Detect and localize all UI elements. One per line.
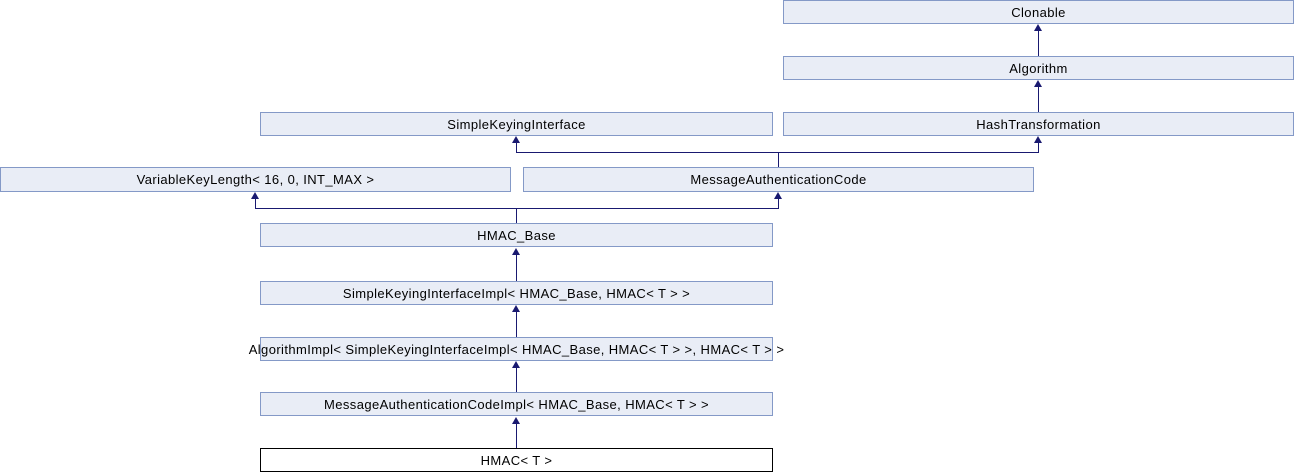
inheritance-edge-skiimpl-to-hmacbase: [516, 255, 517, 281]
class-node-algorithm[interactable]: Algorithm: [783, 56, 1294, 80]
inheritance-edge-hashtransformation-to-algorithm: [1038, 87, 1039, 112]
class-node-message-authentication-code[interactable]: MessageAuthenticationCode: [523, 167, 1034, 192]
inheritance-edge-algimpl-to-skiimpl: [516, 312, 517, 337]
inheritance-edge-mac-trunk: [778, 152, 779, 167]
class-node-variable-key-length[interactable]: VariableKeyLength< 16, 0, INT_MAX >: [0, 167, 511, 192]
class-node-hmac-main: HMAC< T >: [260, 448, 773, 472]
class-node-algorithm-impl[interactable]: AlgorithmImpl< SimpleKeyingInterfaceImpl…: [249, 337, 784, 361]
class-node-message-authentication-code-impl[interactable]: MessageAuthenticationCodeImpl< HMAC_Base…: [260, 392, 773, 416]
inheritance-arrow-hmacbase-to-variablekeylength: [251, 192, 259, 199]
class-node-clonable[interactable]: Clonable: [783, 0, 1294, 24]
inheritance-arrow-algorithm-to-clonable: [1034, 24, 1042, 31]
inheritance-edge-hmacbase-to-variablekeylength: [255, 199, 256, 208]
inheritance-arrow-mac-to-hashtransformation: [1034, 136, 1042, 143]
inheritance-edge-hmac-to-macimpl: [516, 424, 517, 448]
inheritance-arrow-hmac-to-macimpl: [512, 417, 520, 424]
inheritance-edge-mac-parents-connector: [516, 152, 1039, 153]
inheritance-edge-macimpl-to-algimpl: [516, 368, 517, 392]
class-node-simple-keying-interface-impl[interactable]: SimpleKeyingInterfaceImpl< HMAC_Base, HM…: [260, 281, 773, 305]
inheritance-edge-hmacbase-parents-connector: [255, 208, 779, 209]
inheritance-arrow-mac-to-simplekeyinginterface: [512, 136, 520, 143]
class-node-simple-keying-interface[interactable]: SimpleKeyingInterface: [260, 112, 773, 136]
inheritance-edge-algorithm-to-clonable: [1038, 31, 1039, 56]
class-node-hmac-base[interactable]: HMAC_Base: [260, 223, 773, 247]
inheritance-arrow-macimpl-to-algimpl: [512, 361, 520, 368]
inheritance-arrow-hashtransformation-to-algorithm: [1034, 80, 1042, 87]
inheritance-edge-hmacbase-to-mac: [778, 199, 779, 208]
inheritance-arrow-algimpl-to-skiimpl: [512, 305, 520, 312]
inheritance-edge-mac-to-hashtransformation: [1038, 143, 1039, 152]
inheritance-arrow-skiimpl-to-hmacbase: [512, 248, 520, 255]
inheritance-edge-mac-to-simplekeyinginterface: [516, 143, 517, 152]
inheritance-edge-hmacbase-trunk: [516, 208, 517, 223]
class-node-hash-transformation[interactable]: HashTransformation: [783, 112, 1294, 136]
inheritance-arrow-hmacbase-to-mac: [774, 192, 782, 199]
